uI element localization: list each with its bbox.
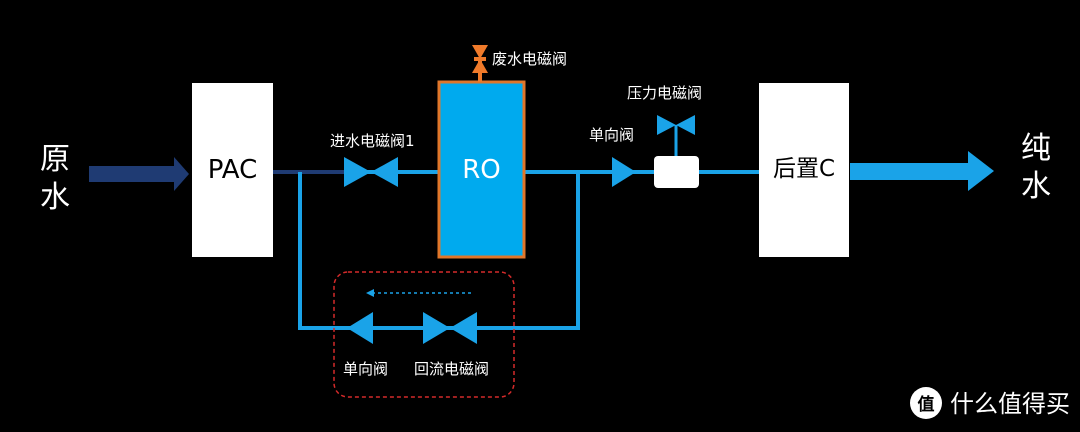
input-label-line1: 原	[40, 142, 70, 177]
pac-filter	[192, 83, 273, 257]
pac-label: PAC	[207, 155, 258, 185]
check-valve-main-icon	[612, 157, 636, 187]
output-arrow	[850, 151, 994, 191]
pressure-valve-label: 压力电磁阀	[627, 84, 703, 102]
ro-label: RO	[462, 155, 501, 185]
reflux-valve-label: 回流电磁阀	[414, 360, 490, 378]
check-valve-main-label: 单向阀	[589, 126, 635, 144]
pressure-valve-icon	[654, 115, 699, 188]
output-label-line2: 水	[1021, 169, 1051, 204]
smzdm-logo-icon: 值	[910, 387, 942, 419]
inlet-valve-icon	[344, 157, 398, 187]
waste-valve-icon	[472, 45, 488, 82]
post-label: 后置C	[772, 156, 836, 182]
output-label-line1: 纯	[1021, 131, 1051, 166]
return-flow-arrow	[366, 289, 474, 297]
check-valve-return-icon	[347, 312, 373, 344]
waste-valve-label: 废水电磁阀	[492, 50, 568, 68]
svg-text:值: 值	[918, 394, 935, 415]
reflux-valve-icon	[423, 312, 477, 344]
inlet-valve-label: 进水电磁阀1	[330, 132, 415, 150]
post-carbon-filter	[759, 83, 849, 257]
check-valve-return-label: 单向阀	[343, 360, 389, 378]
input-label: 原 水	[35, 141, 75, 217]
output-label: 纯 水	[1016, 130, 1056, 206]
inlet-arrow	[89, 157, 189, 191]
input-label-line2: 水	[40, 180, 70, 215]
watermark-text: 什么值得买	[950, 390, 1070, 418]
ro-membrane	[437, 80, 526, 259]
